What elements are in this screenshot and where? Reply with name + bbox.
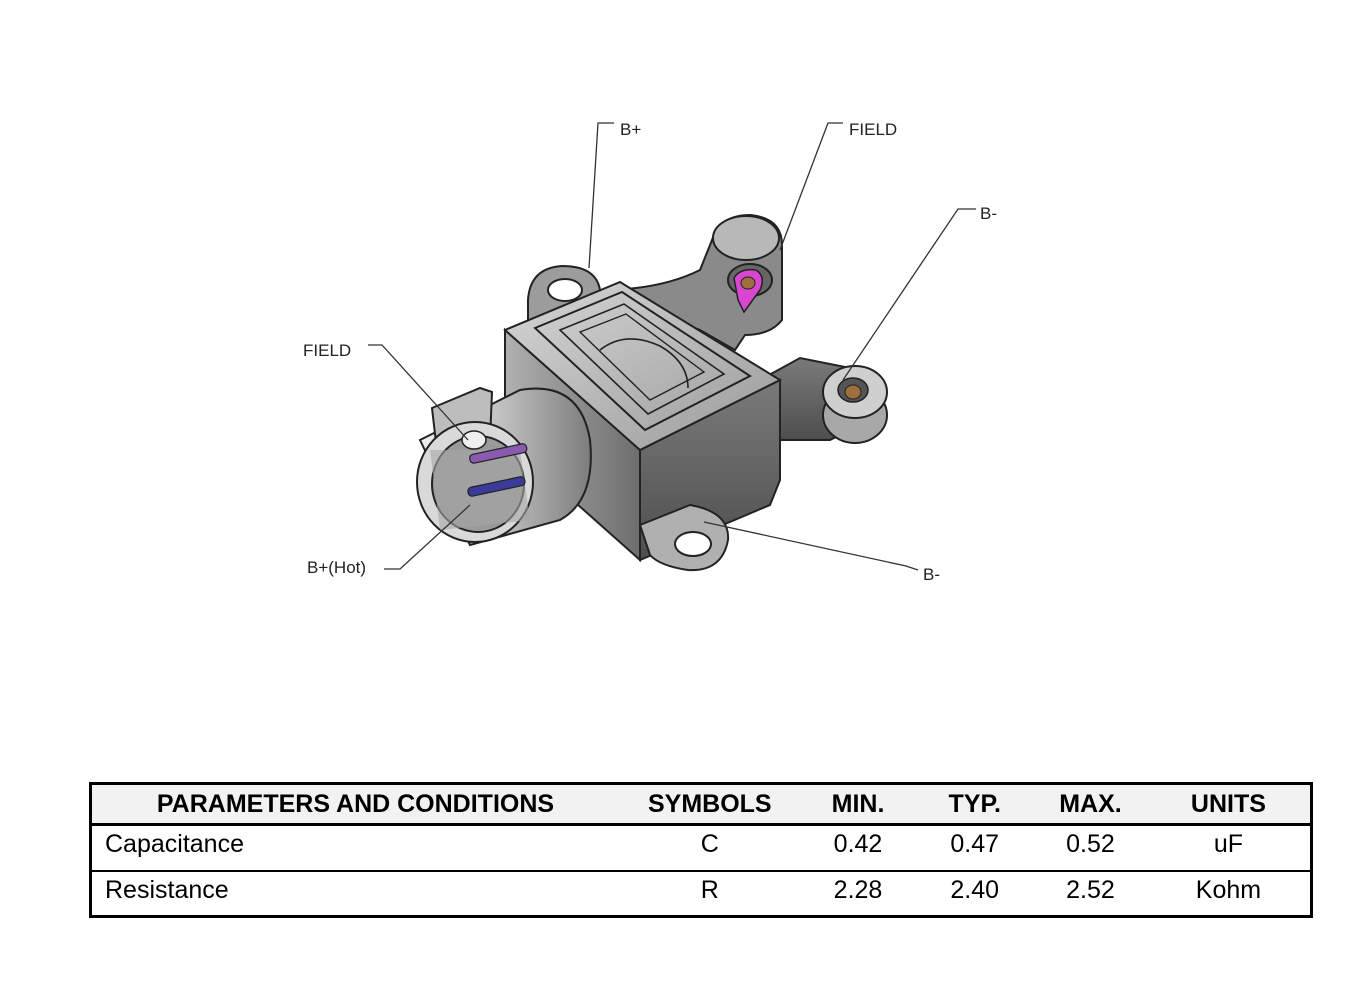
cell-min: 0.42 bbox=[800, 824, 916, 872]
cell-symbol: C bbox=[618, 824, 801, 872]
header-min: MIN. bbox=[800, 783, 916, 826]
label-b-minus-right: B- bbox=[980, 204, 997, 223]
cell-max: 2.52 bbox=[1066, 875, 1115, 904]
cell-units: uF bbox=[1146, 824, 1312, 872]
label-b-plus-top: B+ bbox=[620, 120, 641, 139]
regulator-diagram: B+ FIELD B- FIELD B+(Hot) B- bbox=[303, 120, 997, 584]
header-parameters: PARAMETERS AND CONDITIONS bbox=[90, 783, 619, 826]
header-symbols: SYMBOLS bbox=[618, 783, 801, 826]
label-field-top: FIELD bbox=[849, 120, 897, 139]
spec-table: PARAMETERS AND CONDITIONS SYMBOLS MIN. T… bbox=[89, 782, 1313, 918]
field-terminal-accent bbox=[733, 268, 763, 314]
label-b-minus-bottom: B- bbox=[923, 565, 940, 584]
label-field-left: FIELD bbox=[303, 341, 351, 360]
header-typ: TYP. bbox=[915, 783, 1035, 826]
cell-parameter: Resistance bbox=[105, 875, 229, 904]
cell-units: Kohm bbox=[1195, 875, 1262, 904]
label-b-plus-hot: B+(Hot) bbox=[307, 558, 366, 577]
leader-lines bbox=[368, 122, 976, 571]
cell-typ: 0.47 bbox=[915, 824, 1035, 872]
cell-symbol: R bbox=[700, 875, 719, 904]
table-header-row: PARAMETERS AND CONDITIONS SYMBOLS MIN. T… bbox=[90, 783, 1312, 826]
table-row: Resistance R 2.28 2.40 2.52 Kohm bbox=[91, 871, 1312, 917]
b-plus-hot-pin bbox=[467, 476, 526, 497]
cell-typ: 2.40 bbox=[950, 875, 1000, 904]
cell-parameter: Capacitance bbox=[90, 824, 619, 872]
table-row: Capacitance C 0.42 0.47 0.52 uF bbox=[90, 824, 1312, 872]
field-pin bbox=[469, 443, 528, 464]
header-max: MAX. bbox=[1034, 783, 1147, 826]
regulator-body bbox=[416, 213, 888, 572]
cell-min: 2.28 bbox=[833, 875, 883, 904]
header-units: UNITS bbox=[1146, 783, 1312, 826]
cell-max: 0.52 bbox=[1034, 824, 1147, 872]
